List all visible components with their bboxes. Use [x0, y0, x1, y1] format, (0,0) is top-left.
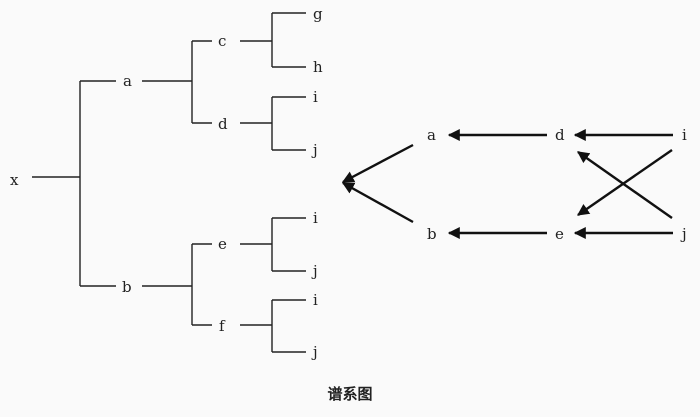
network-node-i: i — [682, 126, 687, 144]
tree-node-c: c — [218, 32, 226, 50]
arrow-network: a b d e i j — [341, 126, 687, 243]
tree-root-x: x — [10, 171, 19, 189]
network-node-d: d — [555, 126, 565, 144]
tree-leaf-e-i: i — [313, 209, 318, 227]
tree-node-f: f — [219, 317, 226, 335]
tree-node-d: d — [218, 115, 228, 133]
tree-leaf-g: g — [313, 5, 323, 23]
arrow-b-to-origin — [341, 181, 414, 224]
tree-leaf-d-i: i — [313, 88, 318, 106]
network-node-j: j — [680, 225, 687, 243]
arrow-j-to-d — [577, 151, 673, 219]
arrow-a-to-origin — [341, 143, 414, 184]
figure-caption: 谱系图 — [327, 385, 373, 403]
arrow-i-to-e — [577, 149, 673, 216]
tree-leaf-d-j: j — [311, 141, 318, 159]
family-tree: x a c g h d i j b e — [10, 5, 323, 361]
network-node-e: e — [555, 225, 564, 243]
tree-node-a: a — [123, 72, 132, 90]
tree-node-e: e — [218, 235, 227, 253]
network-node-a: a — [427, 126, 436, 144]
tree-leaf-f-j: j — [311, 343, 318, 361]
network-node-b: b — [427, 225, 437, 243]
tree-leaf-e-j: j — [311, 262, 318, 280]
tree-leaf-f-i: i — [313, 291, 318, 309]
tree-leaf-h: h — [313, 58, 323, 76]
tree-node-b: b — [122, 278, 132, 296]
